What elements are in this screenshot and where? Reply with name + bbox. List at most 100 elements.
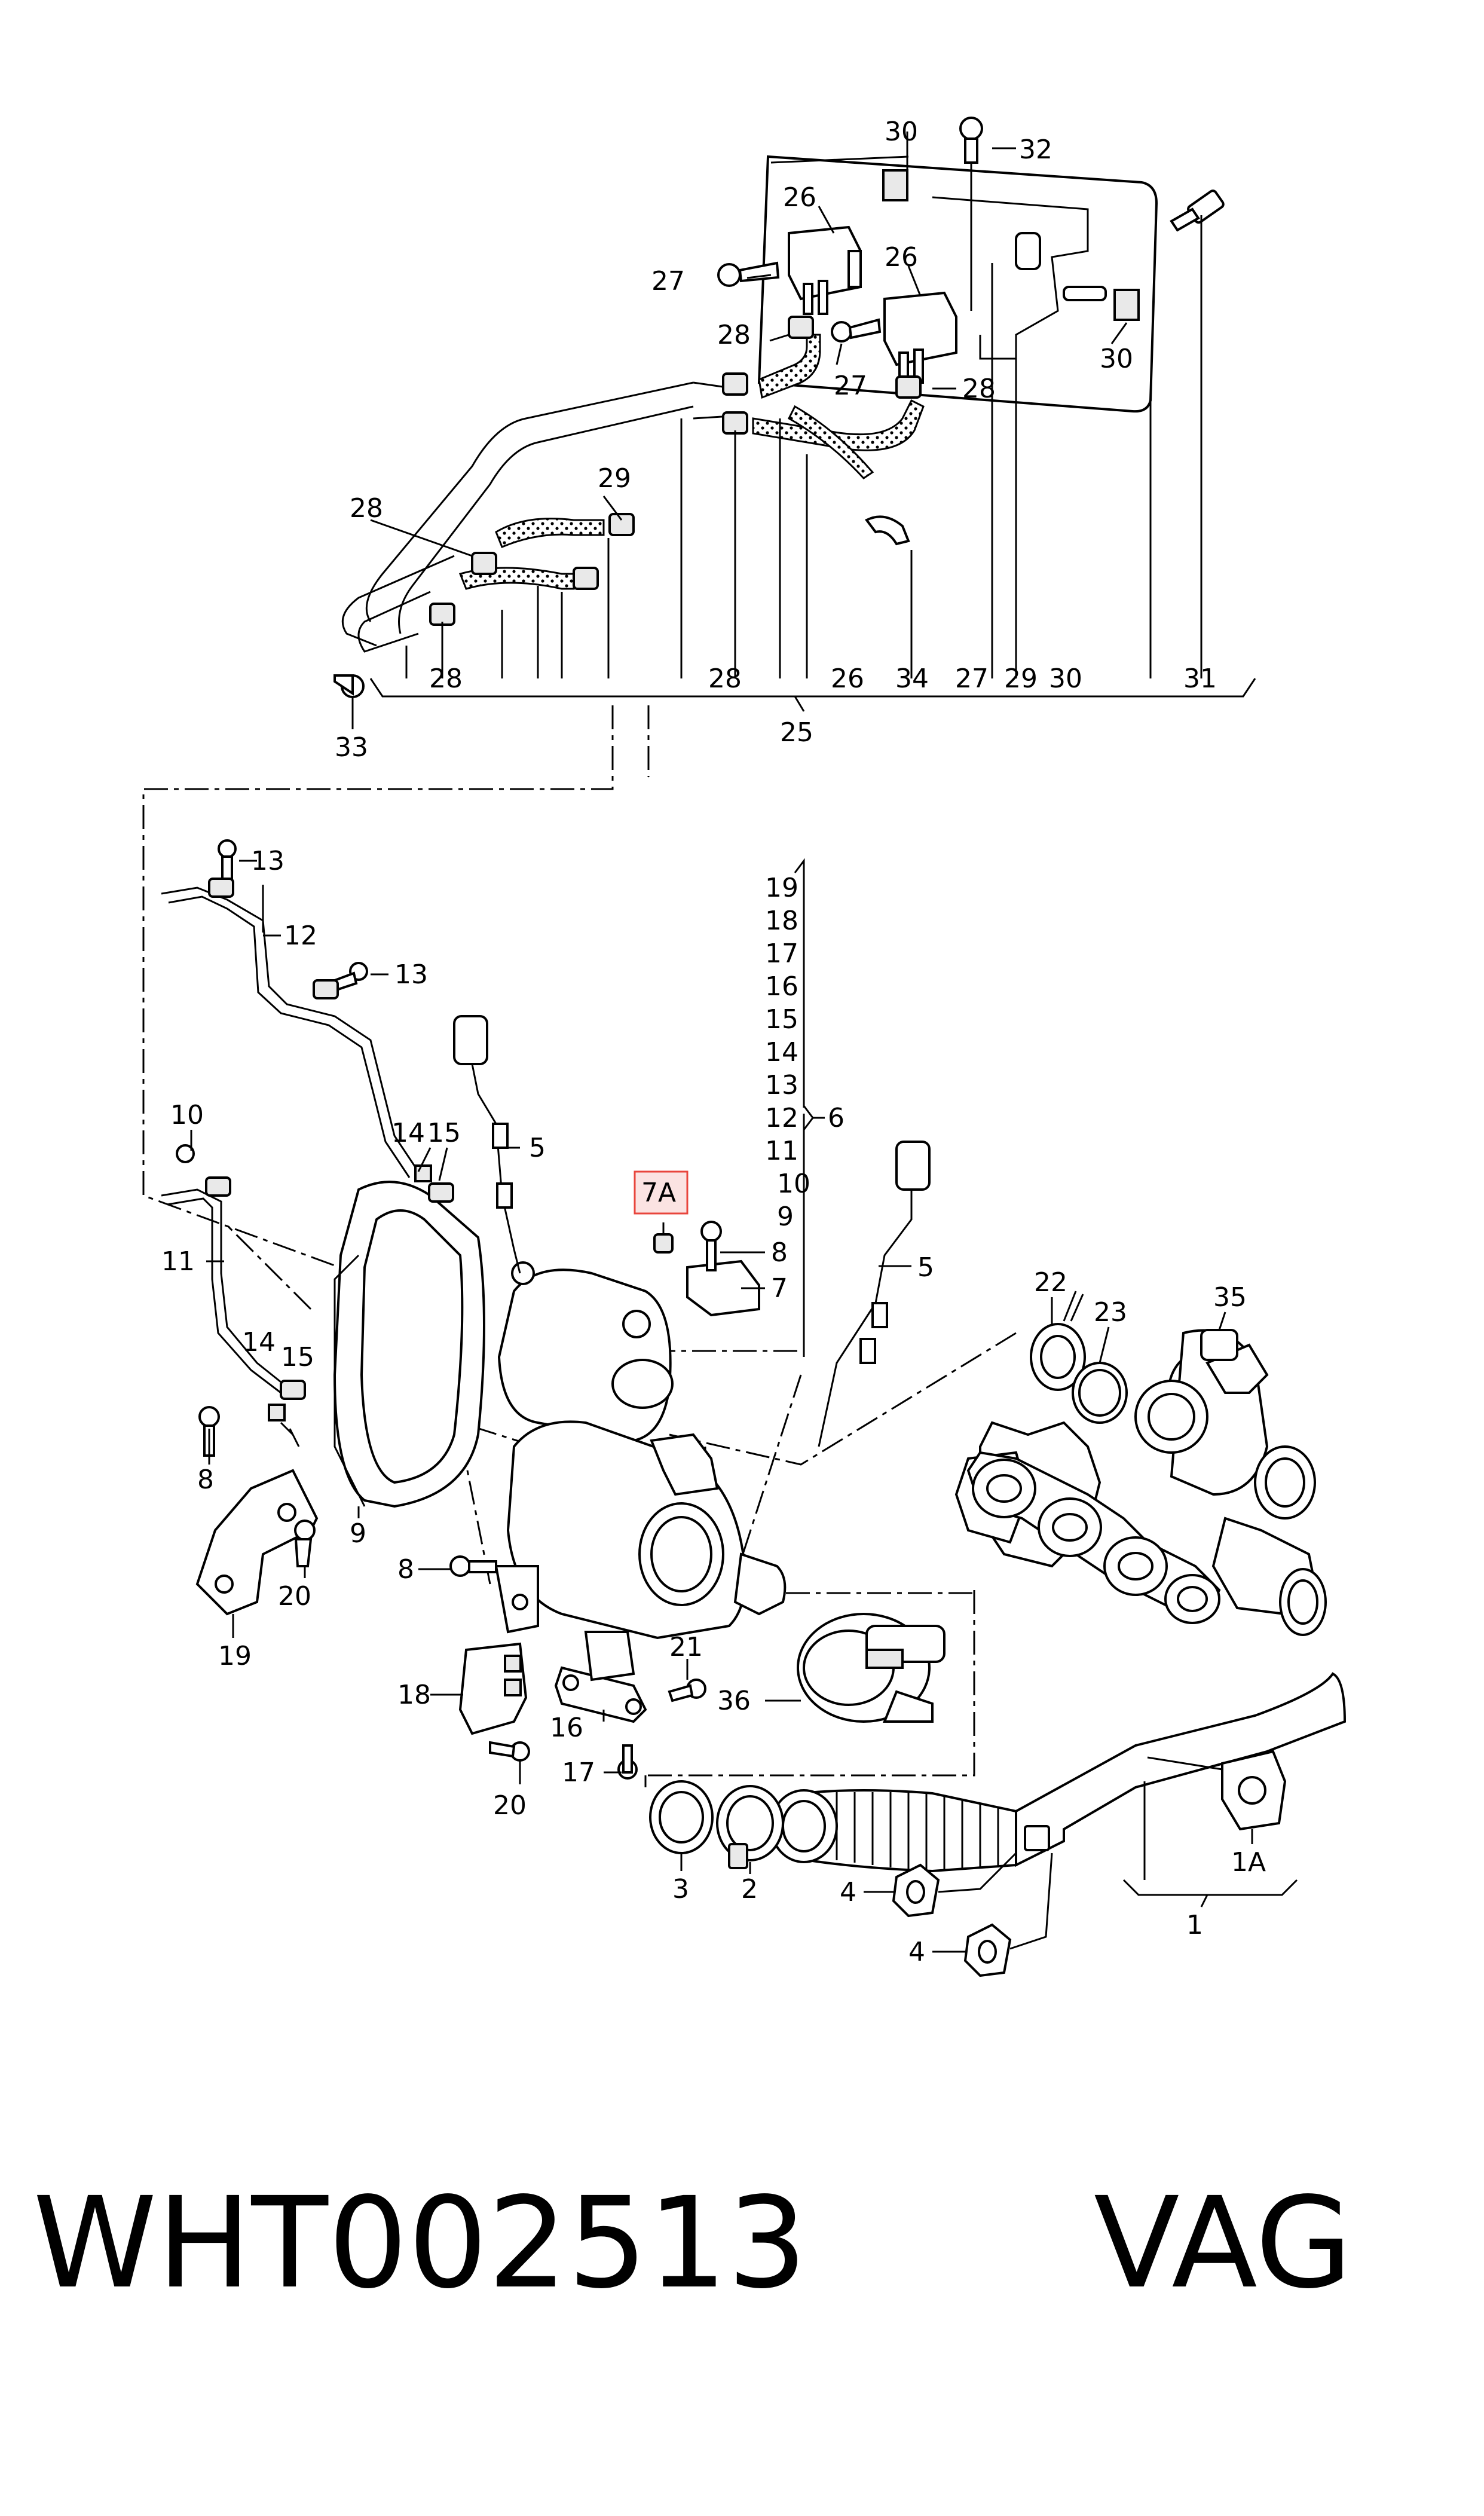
callout-22: 22 (1034, 1267, 1067, 1298)
footer: WHT002513 VAG (0, 2170, 1484, 2319)
callout-10: 10 (170, 1100, 204, 1130)
callout-28: 28 (717, 320, 751, 350)
kit-item: 14 (765, 1037, 798, 1068)
callout-4: 4 (840, 1877, 856, 1907)
dpf-catalytic-converter (494, 1261, 787, 1640)
callout-6: 6 (828, 1103, 844, 1133)
kit-item: 9 (777, 1202, 794, 1232)
dpf-upper-body (497, 1268, 672, 1442)
callout-11: 11 (161, 1246, 195, 1277)
bracket-19 (195, 1406, 319, 1616)
screw-31 (1170, 189, 1225, 232)
callout-1A: 1A (1231, 1847, 1266, 1878)
hose-dotted-2 (752, 399, 925, 451)
callout-5: 5 (529, 1133, 546, 1163)
screw-33 (333, 674, 365, 698)
callout-27: 27 (651, 266, 685, 296)
exhaust-manifold (966, 1451, 1221, 1624)
kit-item: 11 (765, 1136, 798, 1166)
link-16 (554, 1631, 647, 1723)
callout-26: 26 (885, 242, 918, 273)
hose-dotted-3 (788, 405, 874, 479)
pressure-line-11 (161, 1176, 287, 1394)
screw-27-left (717, 261, 780, 287)
callout-14: 14 (391, 1118, 425, 1148)
callout-18: 18 (397, 1680, 431, 1710)
callout-7A: 7A (641, 1178, 676, 1208)
callout-29: 29 (598, 463, 631, 494)
dpf-bracket (650, 1433, 719, 1496)
callout-30: 30 (1049, 664, 1082, 694)
screw-32 (959, 117, 983, 311)
callout-8: 8 (197, 1465, 214, 1495)
kit-item: 15 (765, 1004, 798, 1035)
clip-34 (864, 515, 910, 546)
callout-12: 12 (284, 921, 317, 951)
callout-labels: 30 32 26 26 27 28 30 27 28 29 28 28 28 2… (161, 117, 1266, 1967)
callout-31: 31 (1183, 664, 1217, 694)
gasket-3 (649, 1780, 714, 1854)
callout-2: 2 (741, 1874, 758, 1904)
hose-dotted-4 (495, 518, 605, 548)
callout-20: 20 (493, 1790, 527, 1821)
kit-item: 17 (765, 938, 798, 969)
callout-26: 26 (783, 182, 816, 213)
part-number: WHT002513 (33, 2170, 807, 2316)
callout-15: 15 (427, 1118, 461, 1148)
bracket-18 (458, 1642, 528, 1735)
callout-29: 29 (1004, 664, 1038, 694)
hose-clamps-28 (429, 316, 922, 626)
callout-21: 21 (669, 1632, 703, 1662)
bolts-17-20-21 (489, 1679, 706, 1780)
callout-28: 28 (429, 664, 463, 694)
callout-28: 28 (962, 374, 996, 404)
hose-dotted-1 (758, 334, 821, 399)
callout-28: 28 (708, 664, 742, 694)
callout-36: 36 (717, 1686, 751, 1716)
pressure-sensor-left (788, 225, 862, 315)
kit-item: 19 (765, 873, 798, 903)
lambda-probe-right (818, 1141, 931, 1447)
heat-shield-9 (333, 1181, 485, 1508)
kit-item: 18 (765, 906, 798, 936)
rubber-mounts-4 (892, 1852, 1053, 1977)
sensor-boss-left (511, 1261, 535, 1285)
callout-30: 30 (885, 117, 918, 147)
pressure-sensor-right (883, 291, 957, 384)
callout-8: 8 (771, 1237, 788, 1268)
bolt-8-left (449, 1555, 497, 1577)
bracket-7-assembly (653, 1221, 760, 1317)
clip-30-lower (1113, 289, 1140, 321)
front-exhaust-pipe-1 (770, 1672, 1347, 1873)
callout-9: 9 (350, 1518, 366, 1549)
callout-27: 27 (834, 371, 867, 401)
callout-4: 4 (908, 1937, 925, 1967)
kit-item: 10 (777, 1169, 810, 1199)
lambda-probe-left (453, 1015, 521, 1274)
callout-1: 1 (1186, 1910, 1203, 1940)
callout-25: 25 (780, 717, 813, 748)
top-leader-lines (351, 132, 1256, 729)
clip-30-upper (882, 169, 908, 201)
mid-leader-lines (190, 858, 1298, 1953)
callout-17: 17 (562, 1757, 595, 1788)
screw-27-mid (831, 318, 882, 343)
clamp-22 (1030, 1291, 1086, 1391)
egr-valve-36 (797, 1613, 946, 1723)
callout-23: 23 (1094, 1297, 1127, 1328)
pipe-clip (1024, 1825, 1050, 1851)
callout-26: 26 (831, 664, 864, 694)
callout-3: 3 (672, 1874, 689, 1904)
sensor-boss-right (622, 1310, 651, 1338)
callout-7A-highlight (634, 1170, 689, 1215)
callout-33: 33 (335, 732, 368, 763)
kit-item: 12 (765, 1103, 798, 1133)
callout-13: 13 (394, 959, 428, 990)
kit-item: 16 (765, 971, 798, 1002)
kit-item: 13 (765, 1070, 798, 1100)
callout-27: 27 (955, 664, 989, 694)
callout-14: 14 (242, 1327, 276, 1358)
callout-5: 5 (917, 1252, 934, 1283)
callout-19: 19 (218, 1641, 252, 1671)
